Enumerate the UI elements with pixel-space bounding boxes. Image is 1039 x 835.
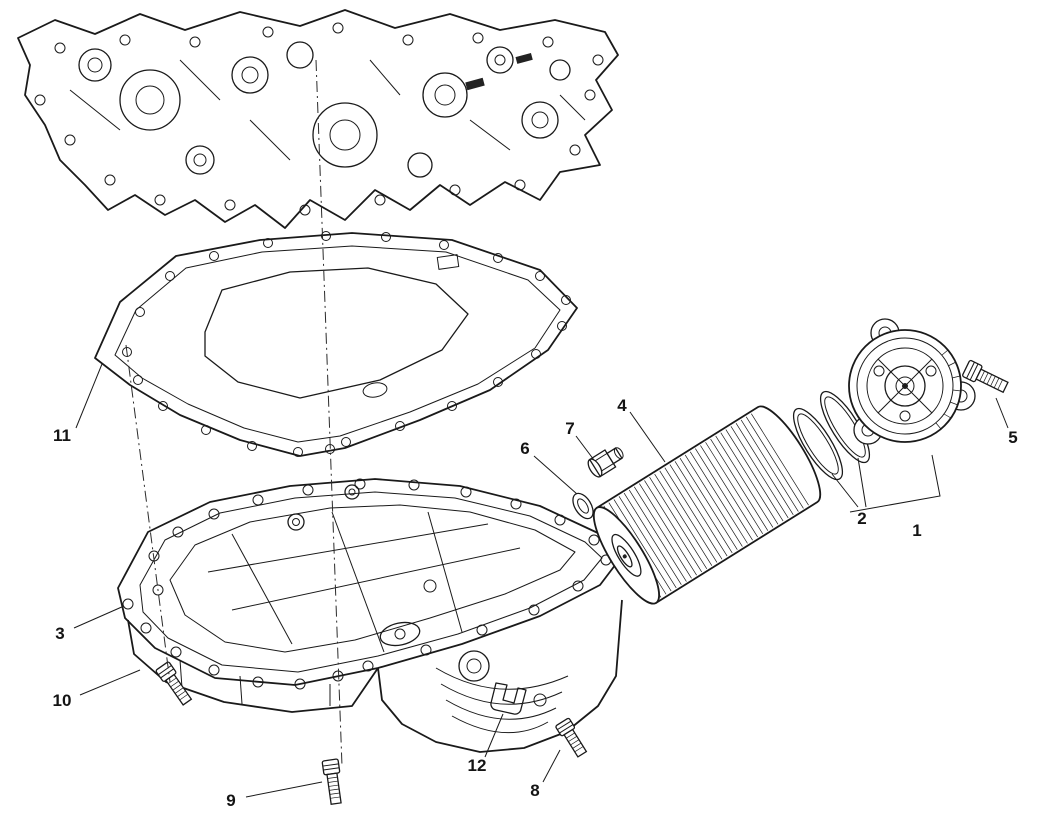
casting-mark [465,77,485,91]
part-label-10: 10 [53,691,72,710]
part-label-9: 9 [226,791,235,810]
oil-filter-cartridge [592,405,822,605]
seal-washer [572,492,594,520]
sump-floor-ribs [207,511,521,653]
part-labels: 1 2 3 4 5 6 7 8 9 10 11 12 [53,396,1018,810]
o-ring-1 [792,407,844,481]
part-label-3: 3 [55,624,64,643]
oil-sump [117,478,623,753]
part-label-1: 1 [912,521,921,540]
crankcase [17,9,619,229]
part-label-7: 7 [565,419,574,438]
sump-wall-ribs [179,659,569,734]
sump-flange-holes [122,478,612,690]
crankcase-bolt-holes [34,22,604,216]
part-label-8: 8 [530,781,539,800]
part-label-4: 4 [617,396,627,415]
filter-cover [848,318,976,445]
sump-screw-front [155,661,193,706]
oil-fitting [587,447,624,478]
part-label-6: 6 [520,439,529,458]
part-label-11: 11 [53,426,71,445]
o-ring-2 [819,390,871,464]
cover-bolt [962,359,1009,394]
part-label-5: 5 [1008,428,1017,447]
sump-screw-rear [321,758,342,806]
cover-knurl-ticks [935,349,962,430]
gasket-bolt-holes [122,231,571,457]
fork-clamp [490,682,527,715]
alignment-centerlines [125,59,343,767]
casting-mark [515,53,533,64]
part-label-12: 12 [468,756,487,775]
leader-lines [73,363,1009,798]
sump-gasket [94,231,578,457]
part-label-2: 2 [857,509,866,528]
crankcase-edge-lines [69,59,586,161]
clamp-bolt [555,717,588,758]
